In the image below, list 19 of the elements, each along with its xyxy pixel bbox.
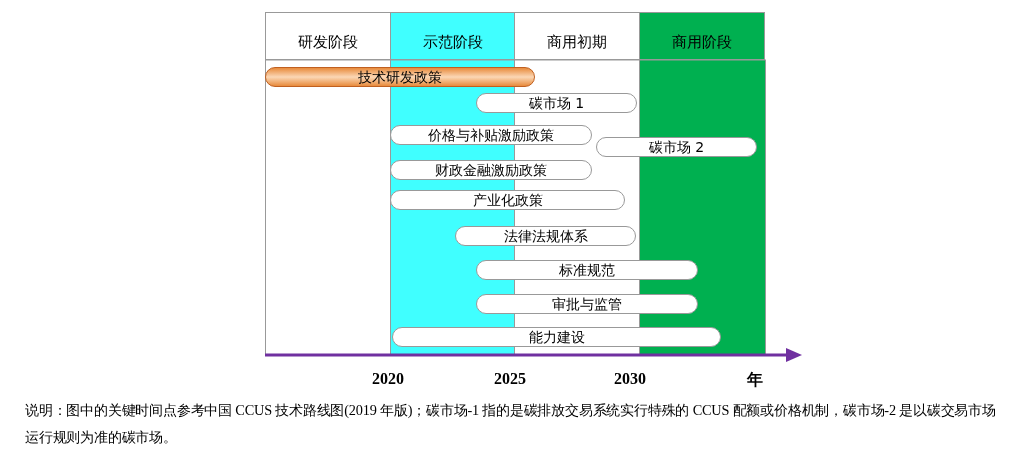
policy-bar: 碳市场 1 <box>476 93 637 113</box>
policy-bar: 产业化政策 <box>390 190 625 210</box>
year-label: 2020 <box>372 370 404 388</box>
year-label: 年 <box>747 370 763 390</box>
phase-header-cell: 研发阶段 <box>265 12 390 60</box>
phase-header-cell: 示范阶段 <box>390 12 514 60</box>
phase-header-cell: 商用初期 <box>514 12 639 60</box>
policy-bar: 标准规范 <box>476 260 698 280</box>
policy-bar: 财政金融激励政策 <box>390 160 592 180</box>
policy-bar: 技术研发政策 <box>265 67 535 87</box>
policy-bar: 碳市场 2 <box>596 137 757 157</box>
phase-header-cell: 商用阶段 <box>639 12 765 60</box>
caption: 说明：图中的关键时间点参考中国 CCUS 技术路线图(2019 年版)；碳市场-1 指的是碳排放交易系统实行特殊的 CCUS 配额或价格机制，碳市场-2 是以碳交易市场运行规则为准的碳市场。 <box>25 401 997 447</box>
policy-bar: 能力建设 <box>392 327 721 347</box>
year-label: 2025 <box>494 370 526 388</box>
policy-bar: 法律法规体系 <box>455 226 636 246</box>
year-label: 2030 <box>614 370 646 388</box>
policy-bar: 审批与监管 <box>476 294 698 314</box>
policy-bar: 价格与补贴激励政策 <box>390 125 592 145</box>
